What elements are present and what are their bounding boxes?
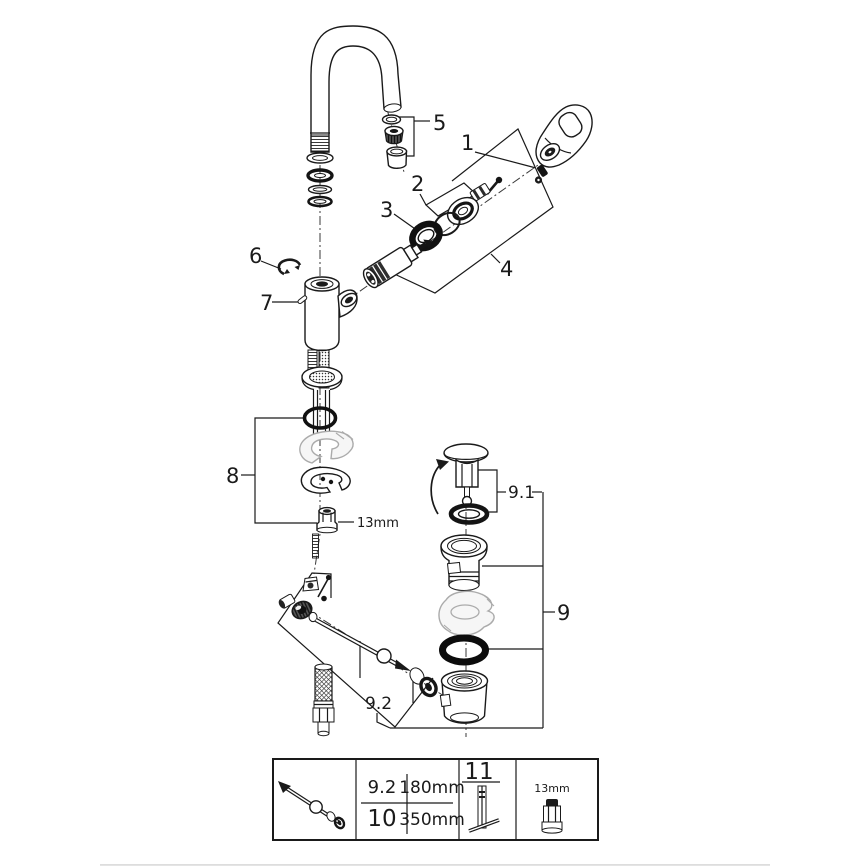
legend-row1-part: 9.2 [368,777,397,798]
cartridge [362,239,433,289]
label-part-5: 5 [433,111,446,135]
leader-lines [241,116,555,729]
label-part-1: 1 [461,131,474,155]
popup-rod-assembly [278,574,438,737]
bracket-part9 [390,492,555,729]
label-part-2: 2 [411,172,424,196]
callout-labels: 1 2 3 4 5 6 7 8 9 9.1 9.2 13mm [226,111,570,714]
label-part-9: 9 [557,601,570,625]
legend-sizes: 9.2 180mm 10 350mm [361,774,465,834]
base-o-ring [302,406,338,430]
fixing-set [299,406,354,559]
drain-o-ring [439,634,489,666]
threaded-rod [312,533,319,559]
spout-tip-rim [383,103,402,113]
legend-tool: 11 [462,759,500,833]
legend-row1-length: 180mm [399,778,465,798]
mousseur-housing [386,146,408,169]
legend-socket-size: 13mm [534,782,569,795]
label-part-6: 6 [249,244,262,268]
bracket-part9-2 [277,572,434,729]
drain-cup [439,670,489,724]
aerator-assembly [381,114,408,169]
aerator-nut [384,125,404,145]
rod-pivot-parts [278,593,313,620]
label-part-7: 7 [260,291,273,315]
handle-loop-hole [558,111,583,138]
bracket-part8 [241,417,317,524]
stabilizer-plate [299,430,354,464]
label-part-8: 8 [226,464,239,488]
body-pin [297,295,308,305]
handle-screw-adapter [469,176,503,202]
label-part-9-2: 9.2 [365,694,392,714]
retaining-clip [277,258,302,276]
waste-shell [438,590,495,636]
bracket-part9-1 [475,469,542,513]
lever-handle [534,104,593,184]
rod-clamp [302,574,332,602]
label-wrench-size: 13mm [357,516,399,531]
legend-socket: 13mm [534,782,570,834]
drain-flange [440,534,488,591]
spout-thread [310,134,330,152]
handle-socket [539,142,561,162]
plug-o-ring [448,503,490,525]
bracket-part5 [398,116,430,157]
drain-plug [430,443,490,525]
legend-row2-part: 10 [367,806,396,832]
escutcheon-rings [409,196,480,252]
rod-washer [409,667,425,685]
legend-tool-label: 11 [464,759,493,785]
faucet-body [297,276,358,352]
supply-hose [312,663,335,737]
legend-table: 9.2 180mm 10 350mm 11 13mm [272,758,599,841]
rod-seal [419,676,438,698]
page-separator-line [100,864,770,866]
plane-part4 [387,128,554,294]
spout [310,25,402,153]
label-part-4: 4 [500,257,513,281]
label-part-3: 3 [380,198,393,222]
mounting-nut [316,506,338,534]
leader-part1 [474,151,537,169]
legend-row2-length: 350mm [399,810,465,830]
mounting-shank [301,349,343,437]
horseshoe-clamp [300,466,351,494]
label-part-9-1: 9.1 [508,483,535,503]
o-ring-stack [306,152,334,208]
popup-rod [308,611,411,671]
handle-set-screw [534,164,548,184]
rotation-arrow [430,459,449,515]
legend-rod-icon [278,781,346,830]
